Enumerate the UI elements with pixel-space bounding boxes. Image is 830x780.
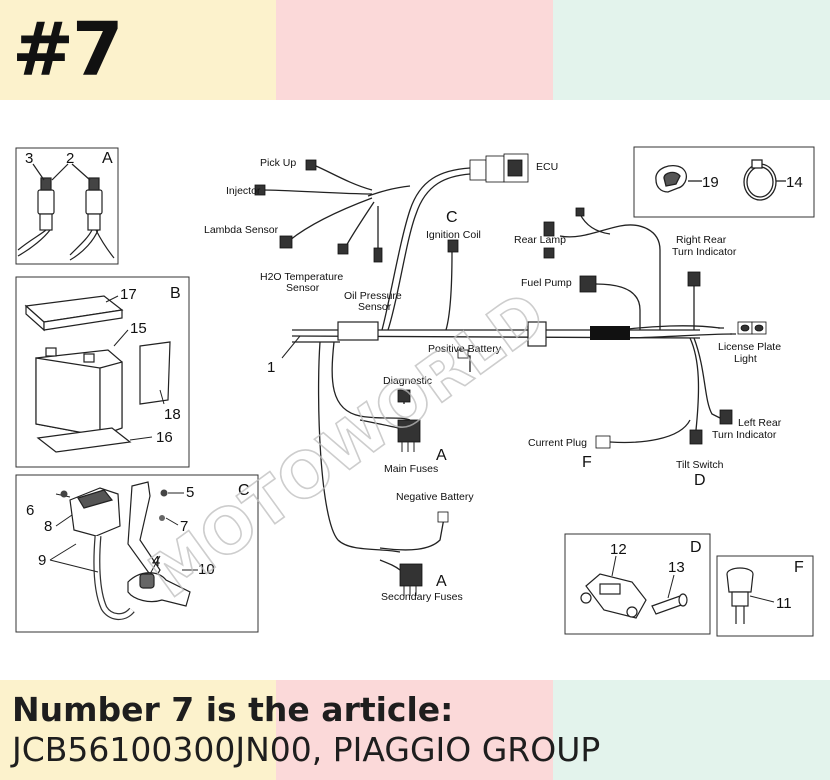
label-ecu: ECU (536, 161, 558, 173)
inset-c-ignition-coil (69, 481, 191, 620)
label-oil-pressure-1: Oil Pressure (344, 290, 402, 302)
label-secondary-fuses-letter: A (436, 573, 447, 590)
panel-letter-b: B (170, 285, 181, 302)
article-caption: Number 7 is the article: (12, 690, 454, 729)
band-pink (276, 680, 553, 780)
callout-4: 4 (152, 553, 160, 570)
label-right-rear-2: Turn Indicator (672, 246, 737, 258)
panel-letter-f: F (794, 559, 804, 576)
label-main-fuses-letter: A (436, 447, 447, 464)
label-pick-up: Pick Up (260, 157, 296, 169)
inset-d-frame (564, 533, 711, 635)
callout-7: 7 (180, 518, 188, 535)
callout-13: 13 (668, 559, 685, 576)
washer-icon (159, 515, 165, 521)
band-pink (276, 0, 553, 100)
label-right-rear-1: Right Rear (676, 234, 727, 246)
inset-top-right-frame (633, 146, 815, 218)
label-diagnostic: Diagnostic (383, 375, 432, 387)
callout-2: 2 (66, 150, 74, 167)
inset-b-battery (24, 295, 171, 453)
harness-sleeve (590, 326, 630, 340)
screw-icon (60, 490, 68, 498)
label-positive-battery: Positive Battery (428, 343, 502, 355)
label-negative-battery: Negative Battery (396, 491, 474, 503)
inset-b-frame (15, 276, 190, 468)
callout-16: 16 (156, 429, 173, 446)
harness-clip (337, 321, 379, 341)
callout-18: 18 (164, 406, 181, 423)
label-left-rear-1: Left Rear (738, 417, 782, 429)
label-tilt-switch: Tilt Switch (676, 459, 724, 471)
panel-letter-d: D (690, 539, 702, 556)
label-main-fuses: Main Fuses (384, 463, 438, 475)
footer-band (0, 680, 830, 780)
label-license-plate-1: License Plate (718, 341, 781, 353)
callout-15: 15 (130, 320, 147, 337)
label-license-plate-2: Light (734, 353, 757, 365)
label-current-plug: Current Plug (528, 437, 587, 449)
band-mint (553, 0, 830, 100)
callout-8: 8 (44, 518, 52, 535)
label-lambda-sensor: Lambda Sensor (204, 224, 279, 236)
callout-14: 14 (786, 174, 803, 191)
callout-9: 9 (38, 552, 46, 569)
page-title: #7 (12, 7, 123, 93)
label-secondary-fuses: Secondary Fuses (381, 591, 463, 603)
label-ignition-coil: Ignition Coil (426, 229, 481, 241)
label-oil-pressure-2: Sensor (358, 301, 392, 313)
callout-19: 19 (702, 174, 719, 191)
band-yellow (0, 680, 276, 780)
inset-a-frame (15, 147, 119, 265)
label-injector: Injector (226, 185, 261, 197)
label-current-plug-letter: F (582, 454, 592, 471)
callout-3: 3 (25, 150, 33, 167)
inset-c-frame (15, 474, 259, 633)
fuse-wires (401, 442, 417, 596)
callout-1: 1 (267, 359, 275, 376)
callout-5: 5 (186, 484, 194, 501)
label-ignition-letter: C (446, 209, 458, 226)
label-tilt-letter: D (694, 472, 706, 489)
panel-letter-a: A (102, 150, 113, 167)
callout-17: 17 (120, 286, 137, 303)
inset-d-tilt-switch (580, 573, 688, 619)
band-mint (553, 680, 830, 780)
header-band (0, 0, 830, 100)
callout-10: 10 (198, 561, 215, 578)
label-h2o-sensor-2: Sensor (286, 282, 320, 294)
inset-f-frame (716, 555, 814, 637)
wiring-diagram: 3 2 A 17 B 15 18 16 (15, 146, 815, 637)
inset-a-connectors (17, 163, 115, 261)
screw-icon (160, 489, 168, 497)
label-left-rear-2: Turn Indicator (712, 429, 777, 441)
inset-f-current-plug (726, 567, 754, 624)
label-h2o-sensor-1: H2O Temperature (260, 271, 343, 283)
callout-6: 6 (26, 502, 34, 519)
connector-icons (254, 153, 767, 587)
callout-11: 11 (776, 595, 792, 612)
band-yellow (0, 0, 276, 100)
label-fuel-pump: Fuel Pump (521, 277, 572, 289)
harness-joint (527, 321, 547, 347)
callout-12: 12 (610, 541, 627, 558)
article-code: JCB56100300JN00, PIAGGIO GROUP (12, 730, 601, 769)
label-rear-lamp: Rear Lamp (514, 234, 566, 246)
panel-letter-c: C (238, 482, 250, 499)
inset-clamps (655, 159, 786, 201)
